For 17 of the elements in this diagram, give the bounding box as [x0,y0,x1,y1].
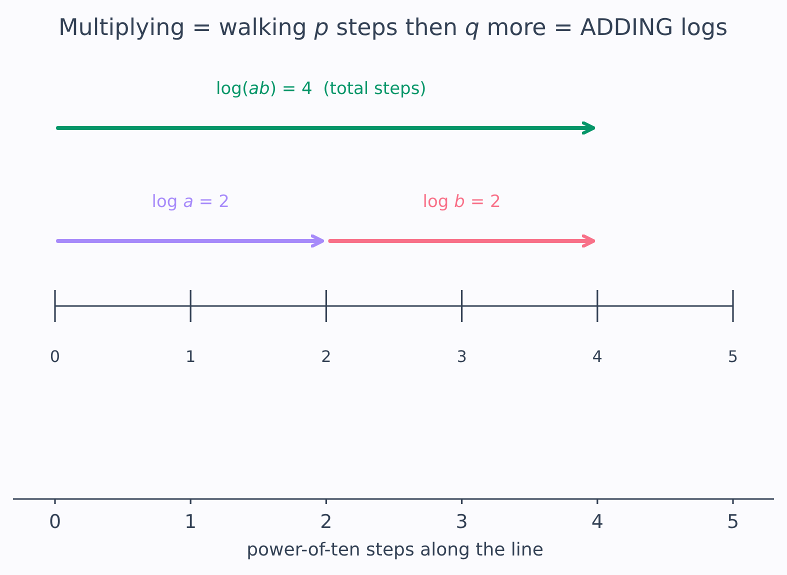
tick-label: 4 [592,348,602,366]
axis-tick-label: 3 [456,512,468,534]
axis-tick-label: 1 [184,512,197,534]
tick-label: 0 [50,348,60,366]
axis-tick-label: 4 [591,512,604,534]
tick-label: 5 [728,348,738,366]
tick-label: 2 [321,348,332,366]
tick-label: 1 [186,348,196,366]
tick-label: 3 [456,348,467,366]
axis-title: power-of-ten steps along the line [246,540,544,562]
axis-tick-label: 0 [48,512,62,534]
axis-tick-label: 2 [320,512,332,534]
chart-title: Multiplying = walking p steps then q more = ADDING logs [58,14,728,42]
axis-tick-label: 5 [726,512,740,534]
arrow-label: log a = 2 [152,193,230,213]
arrow-label: log(ab) = 4 (total steps) [216,80,426,100]
arrow-label: log b = 2 [422,193,501,213]
